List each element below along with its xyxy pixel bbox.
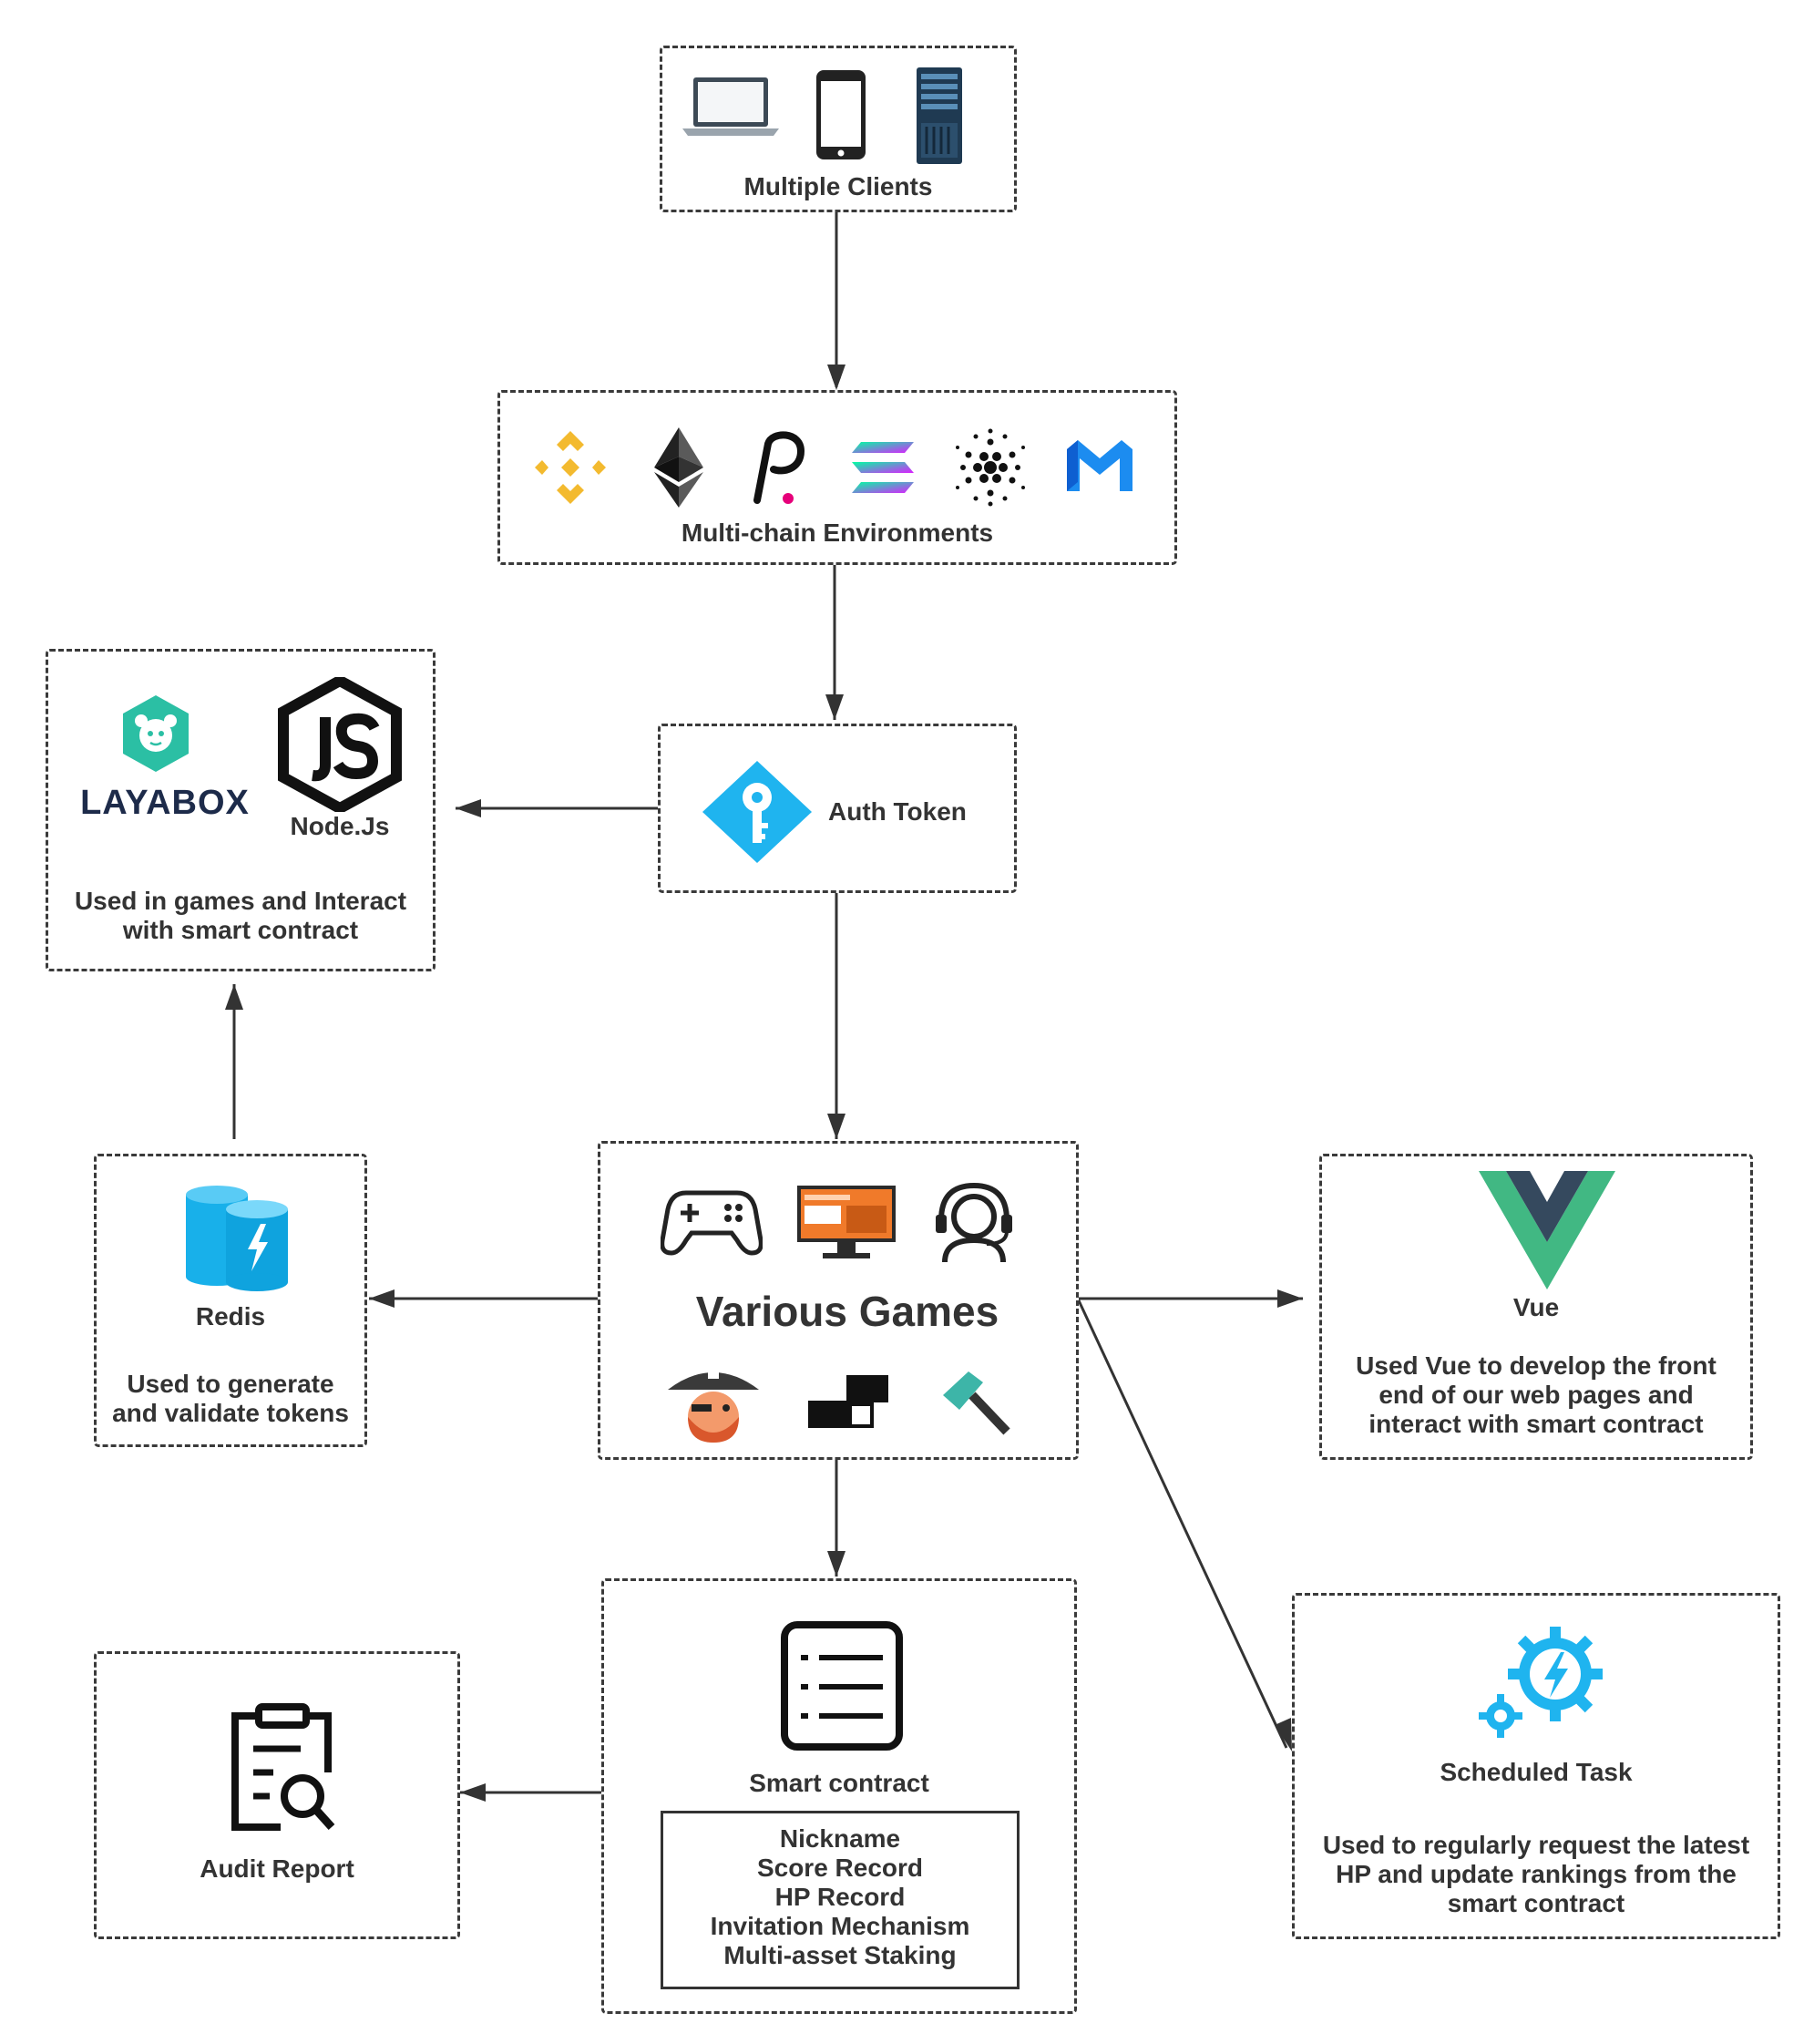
- contract-feature-item: HP Record: [774, 1883, 906, 1911]
- contract-feature-item: Nickname: [779, 1824, 901, 1853]
- cardano-icon: [950, 427, 1030, 508]
- contract-list-icon: [781, 1621, 903, 1751]
- scheduled-desc-line: smart contract: [1447, 1889, 1625, 1917]
- vue-desc-line: interact with smart contract: [1368, 1410, 1704, 1438]
- clients-box: Multiple Clients: [660, 46, 1017, 212]
- contract-feature-item: Score Record: [756, 1854, 924, 1882]
- vue-box: Vue Used Vue to develop the front end of…: [1319, 1154, 1753, 1460]
- nodejs-icon: [278, 677, 402, 812]
- polkadot-icon: [744, 426, 810, 508]
- audit-box: Audit Report: [94, 1651, 460, 1939]
- scheduled-desc-line: Used to regularly request the latest: [1322, 1831, 1750, 1859]
- key-icon: [701, 759, 814, 865]
- nodejs-label: Node.Js: [290, 812, 390, 840]
- tools-description: Used in games and Interact with smart co…: [48, 887, 433, 945]
- games-label: Various Games: [695, 1288, 999, 1335]
- contract-label: Smart contract: [749, 1769, 929, 1797]
- redis-description: Used to generate and validate tokens: [97, 1370, 364, 1428]
- bnb-icon: [533, 429, 608, 506]
- laya-logo-text: LAYABOX: [80, 784, 250, 822]
- arrow-games-to-scheduled: [1076, 1298, 1288, 1749]
- games-box: Various Games: [598, 1141, 1079, 1460]
- redis-box: Redis Used to generate and validate toke…: [94, 1154, 367, 1447]
- audit-report-icon: [228, 1703, 337, 1833]
- monitor-icon: [795, 1184, 897, 1262]
- vue-label: Vue: [1512, 1293, 1560, 1321]
- tools-desc-line: Used in games and Interact: [74, 887, 407, 915]
- gamepad-icon: [661, 1187, 763, 1257]
- redis-desc-line: and validate tokens: [112, 1399, 349, 1427]
- vue-desc-line: end of our web pages and: [1378, 1381, 1694, 1409]
- solana-icon: [850, 440, 916, 495]
- polygon-icon: [1065, 438, 1134, 493]
- clients-label: Multiple Clients: [743, 172, 933, 200]
- laptop-icon: [681, 74, 781, 139]
- scheduled-gear-icon: [1477, 1623, 1606, 1741]
- redis-desc-line: Used to generate: [127, 1370, 334, 1398]
- smartphone-icon: [814, 68, 868, 161]
- server-icon: [916, 67, 963, 165]
- auth-label: Auth Token: [828, 797, 967, 826]
- scheduled-desc-line: HP and update rankings from the: [1336, 1860, 1737, 1888]
- tools-box: LAYABOX Node.Js Used in games and Intera…: [46, 649, 436, 971]
- contract-features-list: Nickname Score Record HP Record Invitati…: [661, 1811, 1020, 1989]
- contract-feature-item: Invitation Mechanism: [710, 1912, 970, 1940]
- scheduled-label: Scheduled Task: [1440, 1758, 1633, 1786]
- redis-icon: [184, 1184, 290, 1293]
- scheduled-box: Scheduled Task Used to regularly request…: [1292, 1593, 1780, 1939]
- ethereum-icon: [651, 426, 706, 509]
- contract-feature-item: Multi-asset Staking: [723, 1941, 957, 1969]
- vue-desc-line: Used Vue to develop the front: [1356, 1351, 1717, 1380]
- headset-user-icon: [930, 1180, 1018, 1264]
- chains-label: Multi-chain Environments: [681, 519, 994, 547]
- laya-logo-icon: [119, 693, 192, 774]
- auth-box: Auth Token: [658, 724, 1017, 893]
- blocks-icon: [806, 1373, 890, 1430]
- hammer-icon: [941, 1368, 1012, 1435]
- vue-logo-icon: [1479, 1171, 1615, 1289]
- vue-description: Used Vue to develop the front end of our…: [1322, 1351, 1750, 1439]
- chains-box: Multi-chain Environments: [497, 390, 1177, 565]
- redis-label: Redis: [195, 1302, 266, 1330]
- pirate-icon: [664, 1361, 763, 1443]
- scheduled-description: Used to regularly request the latest HP …: [1295, 1831, 1778, 1918]
- tools-desc-line: with smart contract: [122, 916, 359, 944]
- contract-box: Smart contract Nickname Score Record HP …: [601, 1578, 1077, 2014]
- audit-label: Audit Report: [200, 1854, 354, 1883]
